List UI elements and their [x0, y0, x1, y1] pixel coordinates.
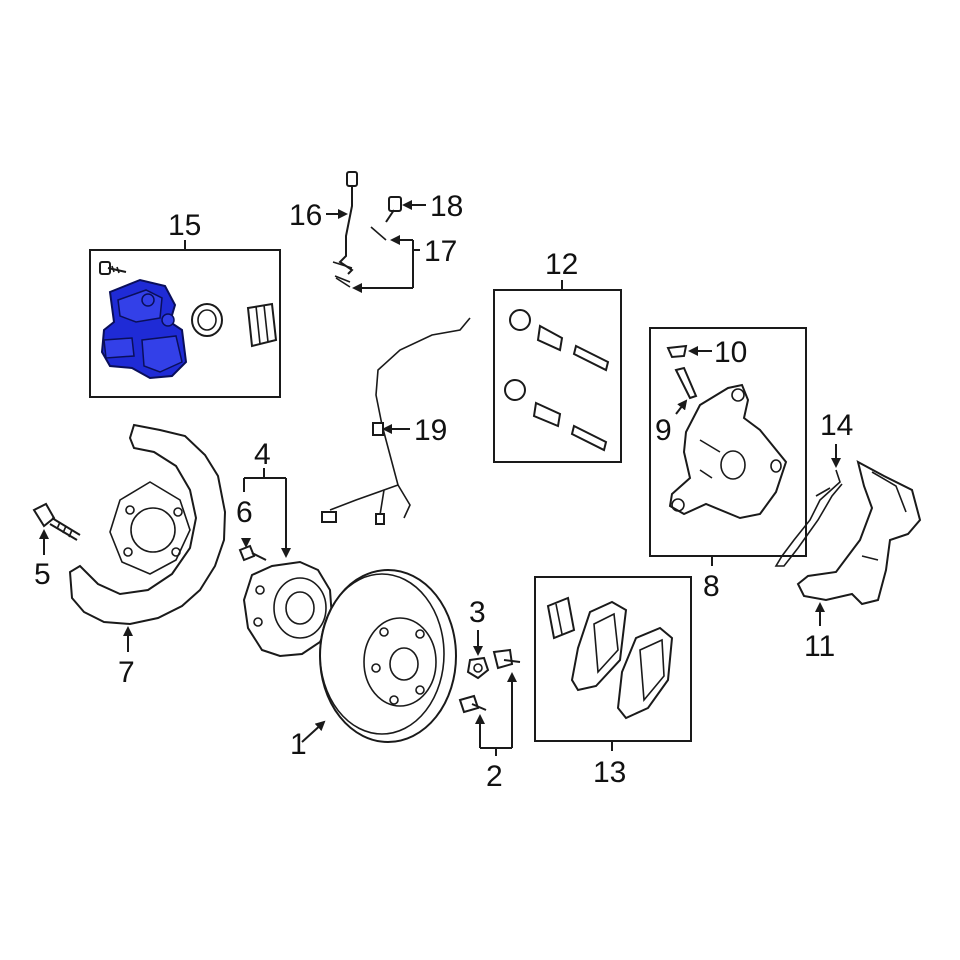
part-18-bolt[interactable]: 18 — [385, 190, 463, 223]
part-15-group[interactable]: 15 — [89, 209, 281, 398]
callout-19: 19 — [414, 414, 447, 447]
caliper-module — [246, 302, 278, 348]
part-6-wheel-stud[interactable]: 6 — [236, 478, 267, 562]
brake-pad-inner — [570, 600, 628, 692]
callout-8: 8 — [703, 570, 720, 603]
callout-12: 12 — [545, 248, 578, 281]
callout-9: 9 — [655, 414, 672, 447]
callout-1: 1 — [290, 728, 307, 761]
callout-2: 2 — [486, 760, 503, 793]
part-11-anchor[interactable]: 11 — [796, 460, 922, 663]
callout-16: 16 — [289, 199, 322, 232]
pad-shim — [546, 596, 576, 640]
part-5-bolt[interactable]: 5 — [32, 502, 81, 591]
part-16-hose[interactable]: 16 — [289, 171, 358, 283]
callout-6: 6 — [236, 496, 253, 529]
part-2-bolts[interactable]: 2 — [458, 648, 521, 793]
callout-3: 3 — [469, 596, 486, 629]
part-9-bleeder[interactable]: 9 — [655, 366, 698, 447]
part-17-clips[interactable]: 17 — [335, 226, 457, 293]
guide-pin-set-upper — [509, 309, 610, 372]
part-12-group[interactable]: 12 — [493, 248, 622, 463]
callout-4: 4 — [254, 438, 271, 471]
part-13-group[interactable]: 13 — [534, 576, 692, 789]
guide-pin-set-lower — [504, 379, 608, 452]
brake-pad-outer — [616, 626, 674, 720]
part-10-cap[interactable]: 10 — [666, 336, 747, 369]
callout-14: 14 — [820, 409, 853, 442]
callout-13: 13 — [593, 756, 626, 789]
part-7-dust-shield[interactable]: 7 — [68, 423, 227, 689]
callout-17: 17 — [424, 235, 457, 268]
part-14-spring[interactable]: 14 — [774, 409, 853, 567]
caliper-bolt — [99, 261, 127, 275]
part-12-box — [493, 289, 622, 463]
part-8-box — [649, 327, 807, 557]
callout-5: 5 — [34, 558, 51, 591]
part-4-hub-bearing[interactable]: 4 — [242, 438, 334, 658]
callout-18: 18 — [430, 190, 463, 223]
caliper-bracket — [668, 383, 788, 520]
callout-11: 11 — [804, 630, 835, 663]
callout-15: 15 — [168, 209, 201, 242]
callout-7: 7 — [118, 656, 135, 689]
piston-seal — [191, 303, 223, 337]
callout-10: 10 — [714, 336, 747, 369]
caliper-assembly[interactable] — [100, 278, 188, 380]
part-3-nut[interactable]: 3 — [466, 596, 490, 680]
part-19-sensor-harness[interactable]: 19 — [321, 317, 471, 525]
part-8-group[interactable]: 8 10 9 — [649, 327, 807, 603]
part-1-rotor[interactable]: 1 — [290, 569, 457, 761]
